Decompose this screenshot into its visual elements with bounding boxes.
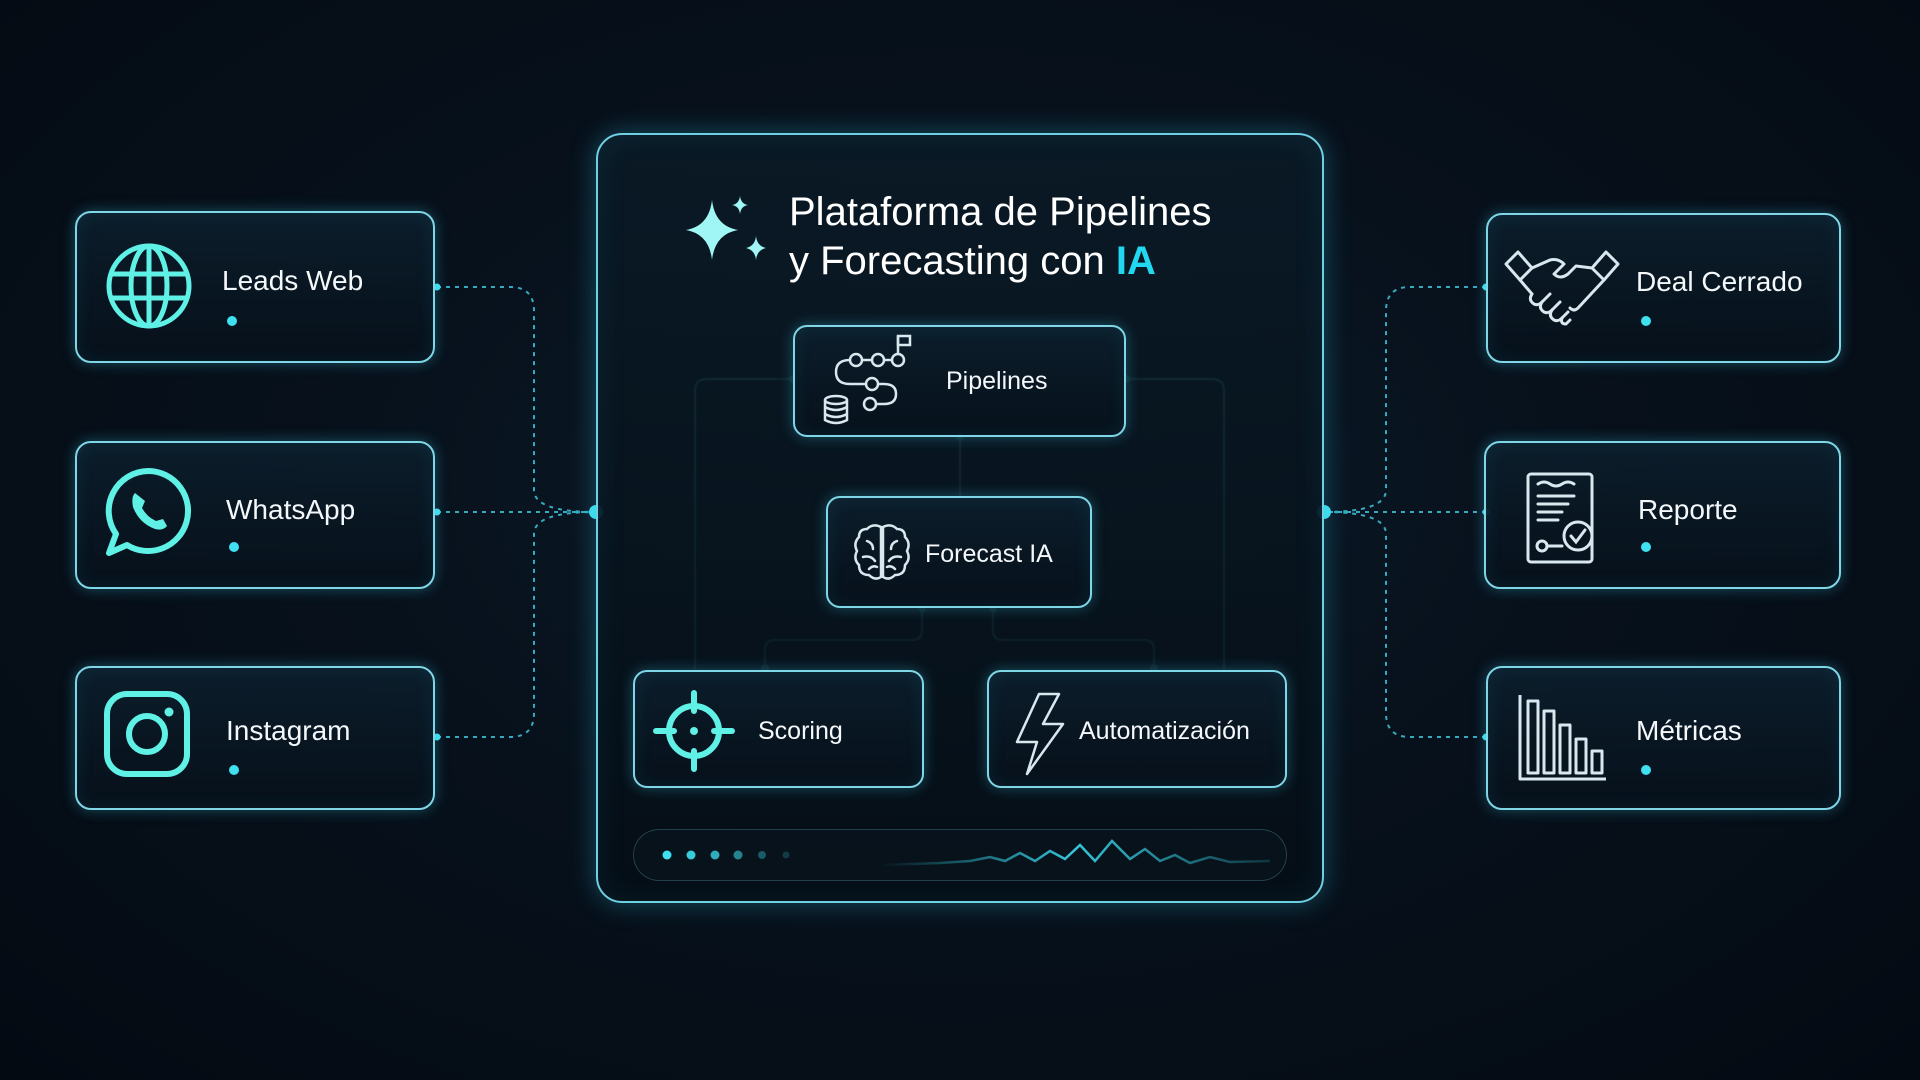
instagram-icon: [104, 691, 190, 777]
connector-leads-web: [437, 286, 597, 513]
module-scoring[interactable]: [633, 670, 924, 788]
output-card-reporte[interactable]: [1484, 441, 1841, 589]
platform-title: Plataforma de Pipelines y Forecasting co…: [789, 188, 1211, 286]
connector-metricas: [1323, 511, 1486, 738]
brain-icon: [854, 524, 910, 580]
title-line-1: Plataforma de Pipelines: [789, 190, 1212, 234]
progress-line: [229, 542, 397, 552]
input-card-leads-web[interactable]: [75, 211, 435, 363]
activity-dots: [662, 850, 790, 860]
progress-line: [1641, 765, 1809, 775]
title-line-2: y Forecasting con IA: [789, 237, 1211, 286]
sparkles-icon: [686, 196, 766, 260]
bar-chart-icon: [1518, 695, 1606, 781]
progress-line: [229, 765, 397, 775]
whatsapp-icon: [105, 467, 192, 556]
output-label-deal-cerrado: Deal Cerrado: [1636, 266, 1803, 297]
input-card-instagram[interactable]: [75, 666, 435, 810]
title-accent-ia: IA: [1115, 239, 1156, 283]
output-card-deal-cerrado[interactable]: [1486, 213, 1841, 363]
module-automatizacion[interactable]: [987, 670, 1287, 788]
module-pipelines[interactable]: [793, 325, 1126, 437]
module-label-scoring: Scoring: [758, 717, 843, 745]
output-label-metricas: Métricas: [1636, 715, 1742, 746]
progress-line: [1641, 542, 1809, 552]
input-card-whatsapp[interactable]: [75, 441, 435, 589]
progress-line: [1641, 316, 1809, 326]
module-label-automatizacion: Automatización: [1079, 717, 1250, 745]
connector-instagram: [437, 511, 597, 738]
lightning-icon: [1015, 692, 1065, 776]
globe-icon: [106, 243, 192, 329]
input-label-whatsapp: WhatsApp: [226, 494, 356, 525]
pipeline-flow-icon: [823, 334, 912, 425]
handshake-icon: [1504, 250, 1620, 326]
input-label-leads-web: Leads Web: [222, 265, 364, 296]
module-label-forecast-ia: Forecast IA: [925, 540, 1053, 568]
module-label-pipelines: Pipelines: [946, 367, 1048, 395]
title-line-2-prefix: y Forecasting con: [789, 239, 1116, 283]
connector-deal: [1323, 286, 1486, 513]
output-label-reporte: Reporte: [1638, 494, 1738, 525]
progress-line: [227, 316, 395, 326]
activity-wave: [880, 839, 1270, 867]
crosshair-icon: [653, 690, 735, 772]
module-forecast-ia[interactable]: [826, 496, 1092, 608]
input-label-instagram: Instagram: [226, 715, 351, 746]
report-icon: [1526, 472, 1594, 564]
